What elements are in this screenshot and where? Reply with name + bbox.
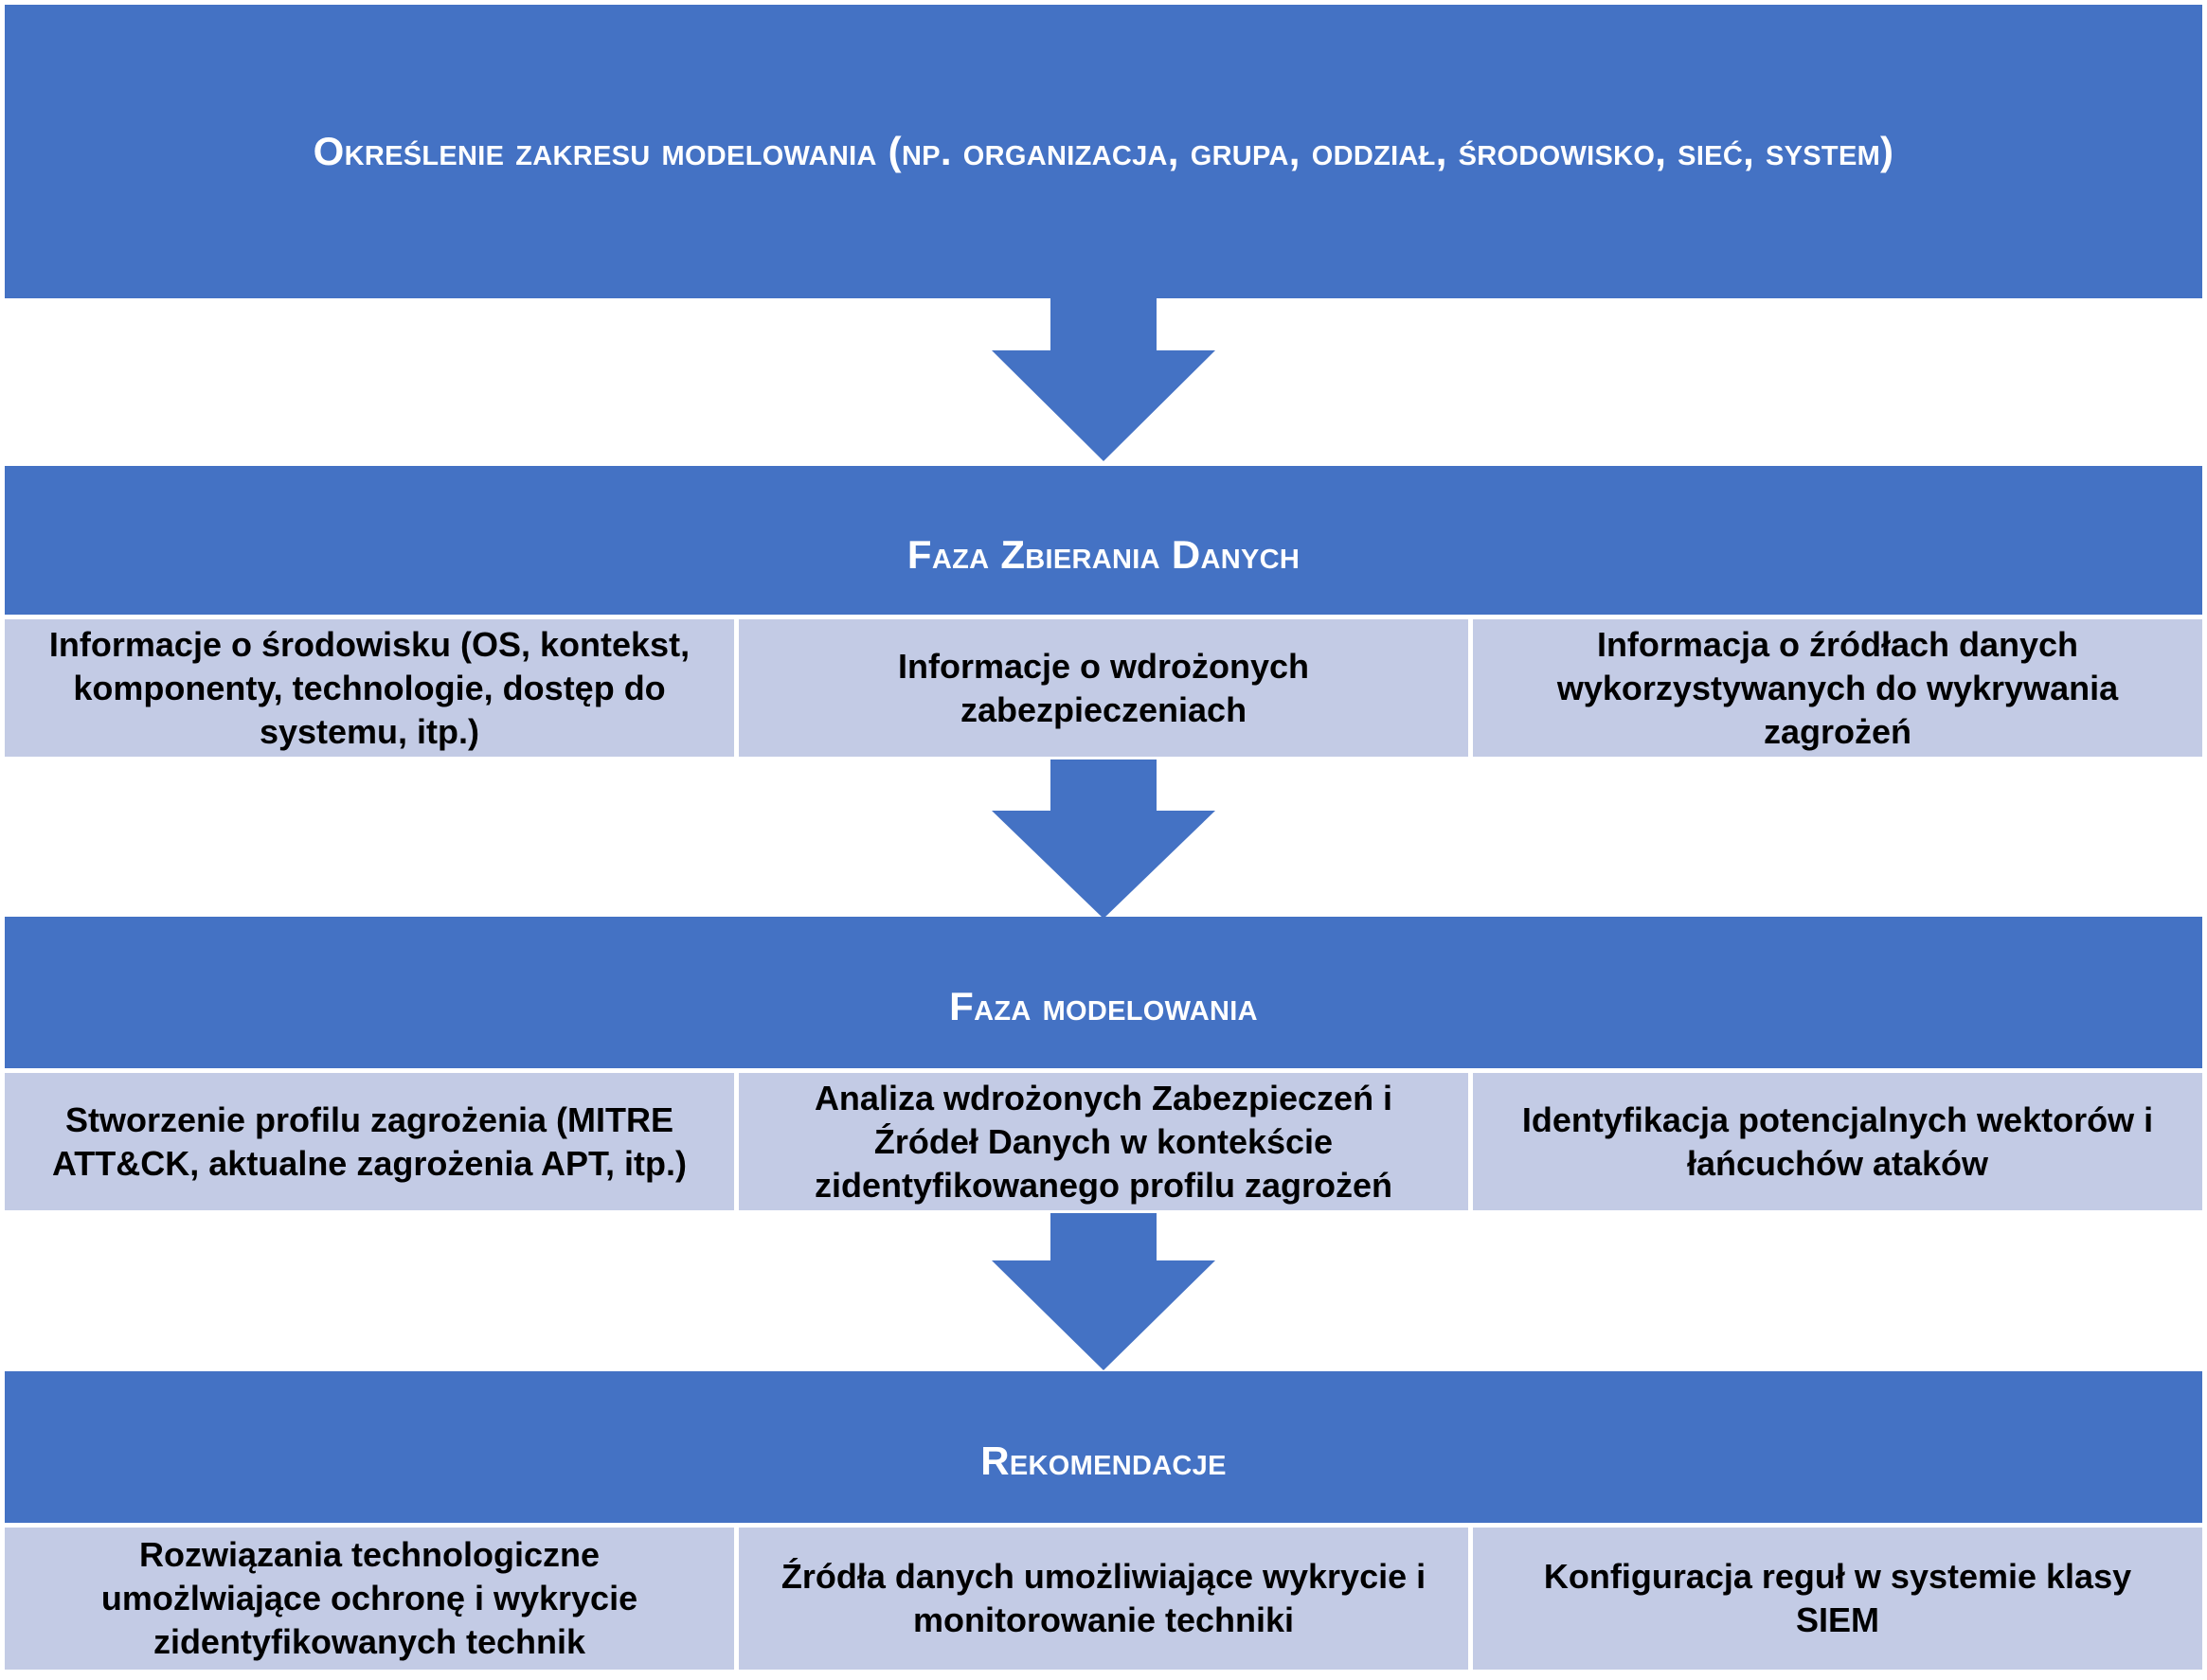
modeling-item: Analiza wdrożonych Zabezpieczeń i Źródeł… <box>739 1073 1468 1210</box>
scope-box: Określenie zakresu modelowania (np. orga… <box>5 5 2202 298</box>
recommendations-title: Rekomendacje <box>980 1439 1227 1483</box>
arrow-down-icon <box>992 760 1215 919</box>
recommendations-item: Konfiguracja reguł w systemie klasy SIEM <box>1473 1528 2202 1670</box>
recommendations-row: Rozwiązania technologiczne umożlwiające … <box>5 1528 2202 1670</box>
modeling-header: Faza modelowania <box>5 917 2202 1068</box>
data-collection-item: Informacja o źródłach danych wykorzystyw… <box>1473 619 2202 757</box>
recommendations-item: Rozwiązania technologiczne umożlwiające … <box>5 1528 734 1670</box>
modeling-item: Stworzenie profilu zagrożenia (MITRE ATT… <box>5 1073 734 1210</box>
data-collection-item: Informacje o wdrożonych zabezpieczeniach <box>739 619 1468 757</box>
modeling-row: Stworzenie profilu zagrożenia (MITRE ATT… <box>5 1073 2202 1210</box>
data-collection-header: Faza Zbierania Danych <box>5 466 2202 615</box>
data-collection-row: Informacje o środowisku (OS, kontekst, k… <box>5 619 2202 757</box>
arrow-down-icon <box>992 298 1215 461</box>
data-collection-title: Faza Zbierania Danych <box>906 531 1301 577</box>
recommendations-header: Rekomendacje <box>5 1371 2202 1523</box>
modeling-title: Faza modelowania <box>949 984 1258 1028</box>
data-collection-item: Informacje o środowisku (OS, kontekst, k… <box>5 619 734 757</box>
scope-title: Określenie zakresu modelowania (np. orga… <box>313 129 1894 173</box>
modeling-item: Identyfikacja potencjalnych wektorów i ł… <box>1473 1073 2202 1210</box>
recommendations-item: Źródła danych umożliwiające wykrycie i m… <box>739 1528 1468 1670</box>
arrow-down-icon <box>992 1213 1215 1370</box>
